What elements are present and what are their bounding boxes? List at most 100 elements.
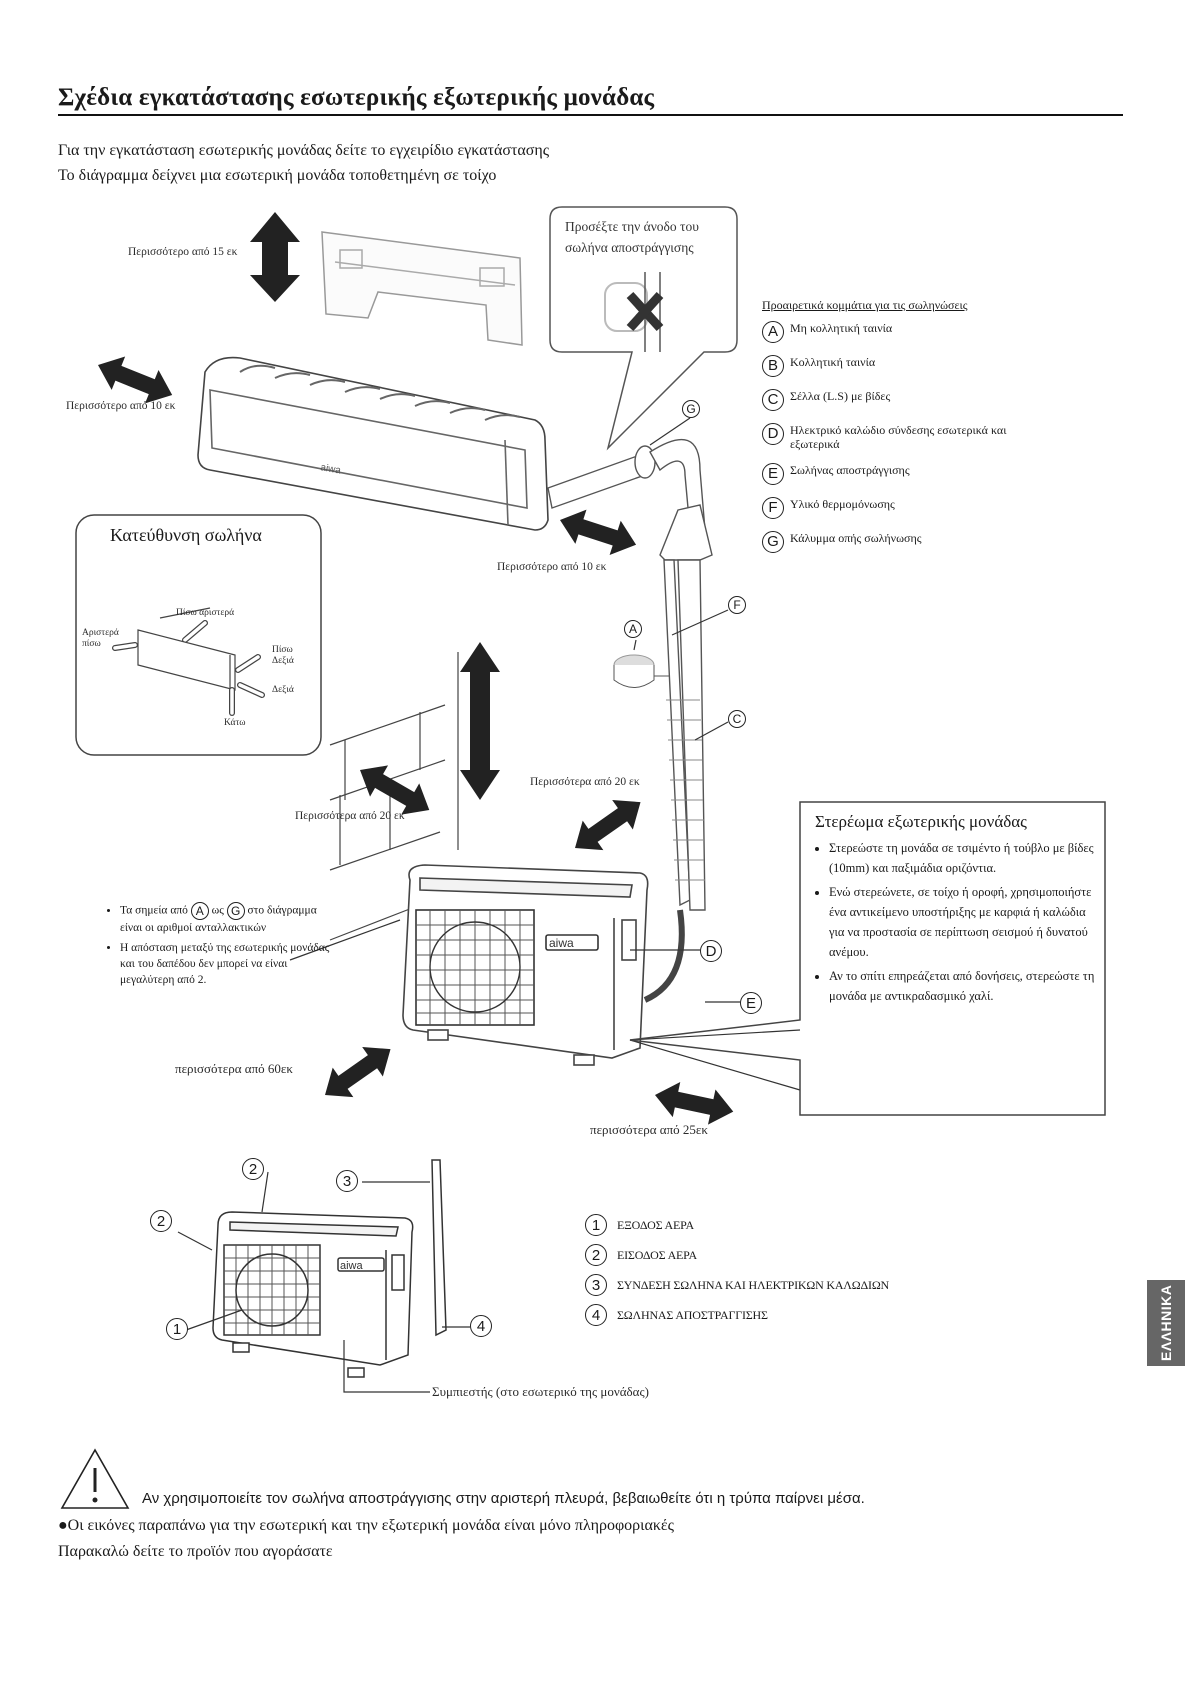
note-height-limit: Η απόσταση μεταξύ της εσωτερικής μονάδας… [120,940,338,988]
outdoor-legend-item-3: 3 ΣΥΝΔΕΣΗ ΣΩΛΗΝΑ ΚΑΙ ΗΛΕΚΤΡΙΚΩΝ ΚΑΛΩΔΙΩΝ [585,1270,889,1300]
parts-legend-label: Μη κολλητική ταινία [790,321,893,335]
clearance-label-wall: Περισσότερα από 20 εκ [295,810,405,822]
outdoor-unit [402,864,649,1066]
clearance-arrow-front [314,1034,401,1110]
page-title: Σχέδια εγκατάστασης εσωτερικής εξωτερική… [58,84,655,111]
parts-legend-label: Κολλητική ταινία [790,355,876,369]
note-parts-range: Τα σημεία από A ως G στο διάγραμμα είναι… [120,902,338,936]
refrigerant-pipe [547,438,713,1003]
clearance-label-outdoor-rear: Περισσότερα από 20 εκ [530,776,640,788]
mount-box-frame [629,801,1106,1116]
indoor-brand-logo: aiwa [319,462,342,476]
pipe-dir-back-left: Πίσω αριστερά [176,608,235,618]
callout-c: C [728,710,746,728]
note-text: στο διάγραμμα είναι οι αριθμοί ανταλλακτ… [120,904,317,934]
badge-g: G [226,902,245,920]
callout-1: 1 [166,1318,188,1340]
callout-g: G [682,400,700,418]
title-divider [58,114,1123,116]
indoor-unit [197,356,549,531]
callout-2-top: 2 [242,1158,264,1180]
language-tab: ΕΛΛΗΝΙΚΑ [1147,1280,1185,1366]
callout-d: D [700,940,722,962]
badge-2: 2 [585,1244,607,1266]
callout-f: F [728,596,746,614]
informational-note: ●Οι εικόνες παραπάνω για την εσωτερική κ… [58,1517,674,1534]
clearance-label-right-indoor: Περισσότερο από 10 εκ [497,561,607,573]
wall-outline [329,652,459,941]
outdoor-brand-logo: aiwa [549,936,574,950]
callout-3: 3 [336,1170,358,1192]
see-product-note: Παρακαλώ δείτε το προϊόν που αγοράσατε [58,1543,333,1560]
parts-legend-title: Προαιρετικά κομμάτια για τις σωληνώσεις [762,298,968,312]
mount-bullet-3: Αν το σπίτι επηρεάζεται από δονήσεις, στ… [829,966,1100,1006]
mounting-plate [321,231,523,346]
callout-4: 4 [470,1315,492,1337]
badge-d: D [762,423,784,445]
parts-legend-item-a: A Μη κολλητική ταινία [762,321,1027,343]
callout-a: A [624,620,642,638]
callout-2-side: 2 [150,1210,172,1232]
clearance-arrow-top [250,212,300,302]
parts-legend-item-d: D Ηλεκτρικό καλώδιο σύνδεσης εσωτερικά κα… [762,423,1027,451]
badge-3: 3 [585,1274,607,1296]
pipe-direction-title: Κατεύθυνση σωλήνα [110,525,262,545]
note-text: Τα σημεία από [120,904,188,917]
mount-box: Στερέωμα εξωτερικής μονάδας Στερεώστε τη… [815,812,1100,1010]
mount-bullet-1: Στερεώστε τη μονάδα σε τσιμέντο ή τούβλο… [829,838,1100,878]
clearance-arrow-right-indoor [554,502,642,562]
intro-line-2: Το διάγραμμα δείχνει μια εσωτερική μονάδ… [58,167,497,184]
parts-legend-item-g: G Κάλυμμα οπής σωλήνωσης [762,531,1027,553]
parts-legend-item-c: C Σέλλα (L.S) με βίδες [762,389,1027,411]
outdoor-legend-item-2: 2 ΕΙΣΟΔΟΣ ΑΕΡΑ [585,1240,889,1270]
outdoor-legend-label: ΣΥΝΔΕΣΗ ΣΩΛΗΝΑ ΚΑΙ ΗΛΕΚΤΡΙΚΩΝ ΚΑΛΩΔΙΩΝ [617,1277,890,1292]
badge-f: F [762,497,784,519]
clearance-label-front: περισσότερα από 60εκ [175,1061,293,1076]
parts-legend-label: Σωλήνας αποστράγγισης [790,463,910,477]
left-notes: Τα σημεία από A ως G στο διάγραμμα είναι… [108,902,338,988]
badge-g: G [762,531,784,553]
outdoor-bottom-brand-logo: aiwa [340,1260,364,1272]
badge-a: A [190,902,209,920]
pipe-dir-down: Κάτω [224,718,246,728]
drain-callout-line-1: Προσέξτε την άνοδο του [565,219,699,234]
clearance-arrow-vertical-floor [460,642,500,800]
callout-leaders [289,417,801,1091]
note-text: ως [211,904,224,917]
mount-bullet-2: Ενώ στερεώνετε, σε τοίχο ή οροφή, χρησιμ… [829,882,1100,962]
pipe-direction-box [75,514,322,756]
badge-4: 4 [585,1304,607,1326]
badge-b: B [762,355,784,377]
tape-roll-illustration [613,654,670,688]
parts-legend-item-e: E Σωλήνας αποστράγγισης [762,463,1027,485]
outdoor-legend-item-4: 4 ΣΩΛΗΝΑΣ ΑΠΟΣΤΡΑΓΓΙΣΗΣ [585,1300,889,1330]
intro-line-1: Για την εγκατάσταση εσωτερικής μονάδας δ… [58,142,550,159]
parts-legend-item-b: B Κολλητική ταινία [762,355,1027,377]
parts-legend-label: Ηλεκτρικό καλώδιο σύνδεσης εσωτερικά και… [790,423,1007,451]
pipe-dir-right: Δεξιά [272,685,294,695]
drain-callout-line-2: σωλήνα αποστράγγισης [565,240,694,255]
clearance-arrow-outdoor-rear [564,787,651,863]
drain-warning-text: Αν χρησιμοποιείτε τον σωλήνα αποστράγγισ… [142,1490,865,1507]
clearance-label-top: Περισσότερο από 15 εκ [128,246,238,258]
pipe-dir-back-right: Πίσω Δεξιά [272,645,294,666]
outdoor-unit-bottom [212,1159,447,1378]
numbered-leaders [177,1171,470,1393]
pipe-dir-left-back: Αριστερά πίσω [82,628,119,649]
badge-e: E [762,463,784,485]
outdoor-legend-label: ΣΩΛΗΝΑΣ ΑΠΟΣΤΡΑΓΓΙΣΗΣ [617,1307,768,1322]
parts-legend-label: Κάλυμμα οπής σωλήνωσης [790,531,922,545]
parts-legend-label: Υλικό θερμομόνωσης [790,497,895,511]
badge-1: 1 [585,1214,607,1236]
compressor-label: Συμπιεστής (στο εσωτερικό της μονάδας) [432,1384,649,1399]
warning-icon [60,1448,130,1509]
mount-box-title: Στερέωμα εξωτερικής μονάδας [815,812,1027,831]
clearance-label-left: Περισσότερο από 10 εκ [66,400,176,412]
badge-c: C [762,389,784,411]
badge-a: A [762,321,784,343]
clearance-label-outdoor-side: περισσότερα από 25εκ [590,1122,708,1137]
parts-legend-label: Σέλλα (L.S) με βίδες [790,389,891,403]
outdoor-legend-label: ΕΙΣΟΔΟΣ ΑΕΡΑ [617,1247,698,1262]
